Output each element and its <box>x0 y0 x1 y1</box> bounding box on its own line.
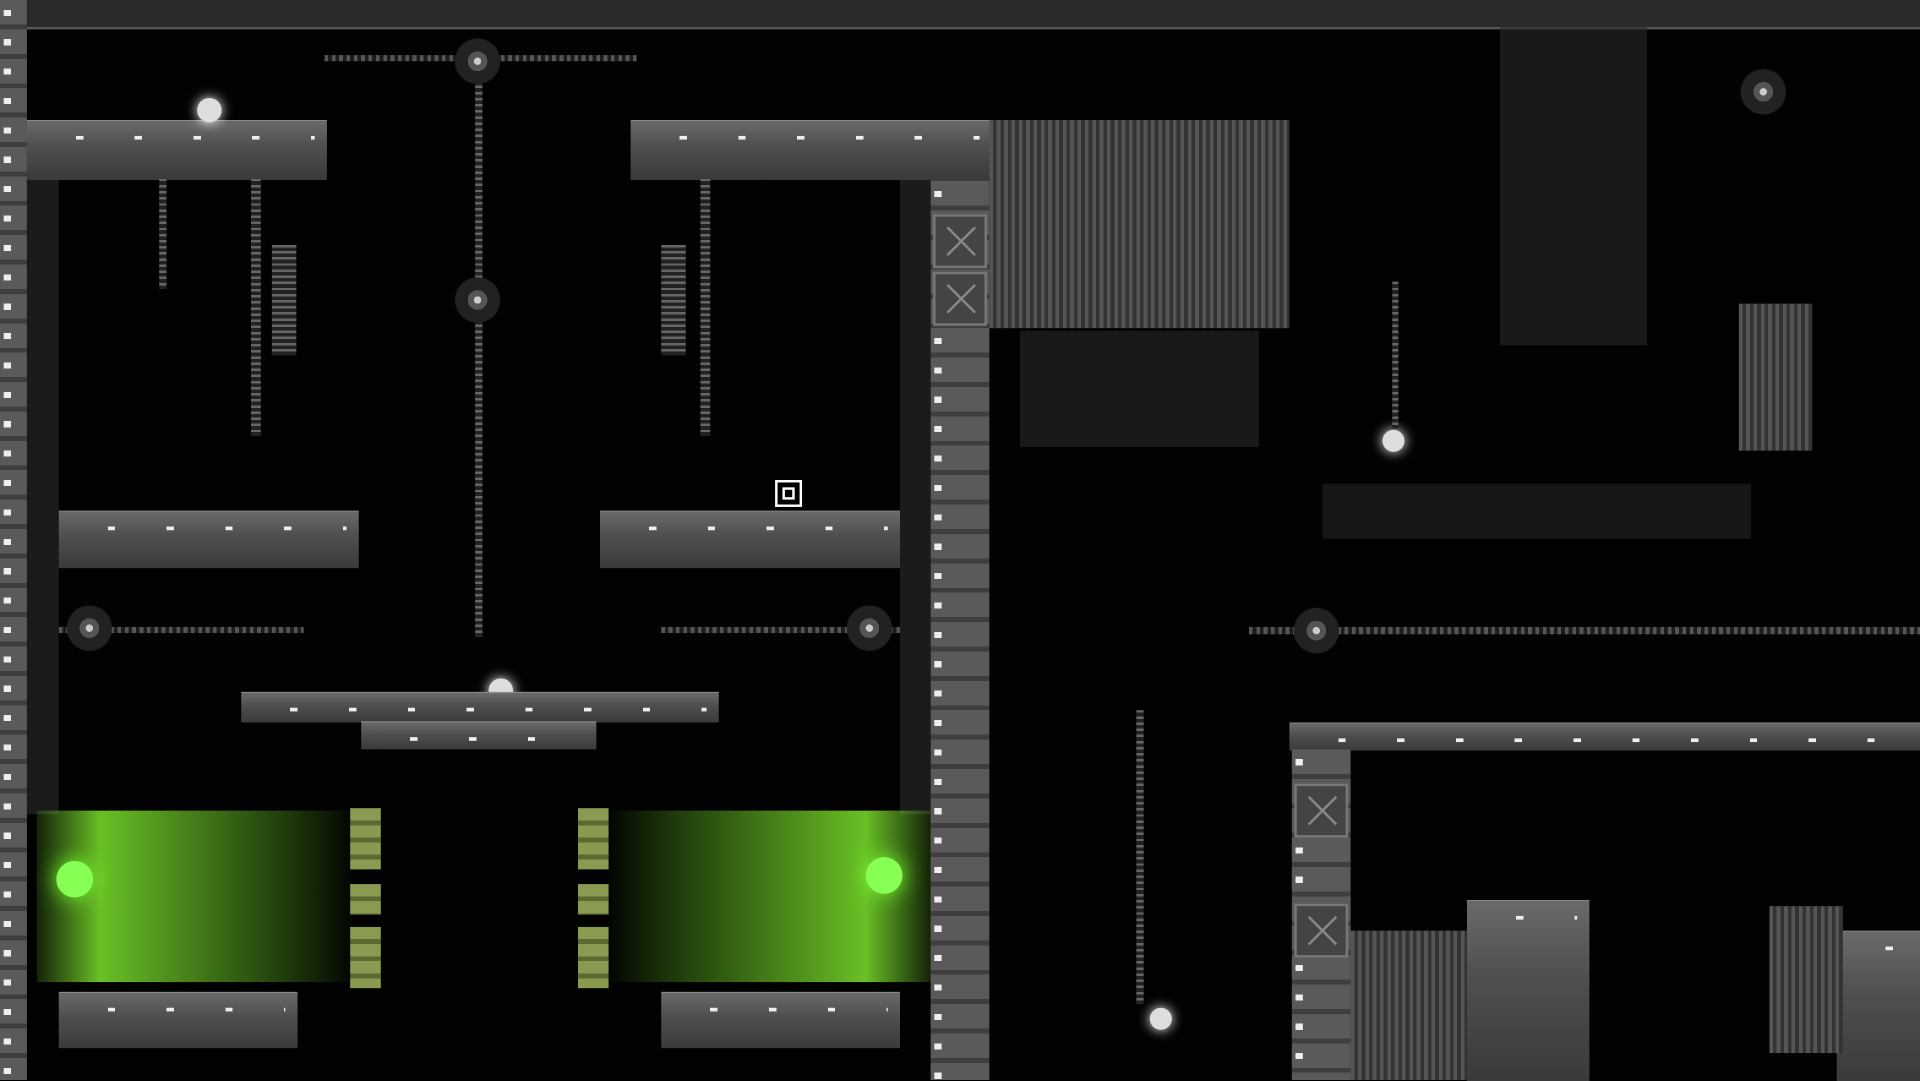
hanging-coil <box>271 244 297 356</box>
machine-block <box>1466 900 1590 1081</box>
light-orb <box>197 97 222 123</box>
cross-node <box>440 263 515 337</box>
left-ledge[interactable] <box>58 510 359 569</box>
upper-middle-platform <box>630 120 992 181</box>
energy-block <box>577 884 609 915</box>
cross-node <box>835 593 904 663</box>
hanging-coil <box>661 244 686 356</box>
energy-block <box>350 884 381 915</box>
hanging-chain <box>700 178 711 436</box>
energy-block <box>350 926 381 989</box>
horizontal-pipe <box>58 626 304 634</box>
grate-block <box>989 120 1290 329</box>
background-column <box>1500 26 1647 346</box>
crate <box>933 271 987 326</box>
right-ledge[interactable] <box>600 510 901 569</box>
light-orb <box>1149 1007 1172 1030</box>
right-inner-wall <box>900 177 931 815</box>
crate <box>1294 783 1349 838</box>
center-platform-lower <box>361 721 597 750</box>
horizontal-pipe <box>661 626 901 634</box>
background-pipe <box>1322 483 1752 539</box>
upper-left-platform <box>26 120 327 181</box>
energy-block <box>350 808 381 870</box>
grate-block <box>1350 930 1467 1081</box>
center-mast <box>475 48 483 637</box>
cross-node <box>55 593 124 663</box>
antenna-mast <box>1392 281 1399 429</box>
horizontal-pipe <box>1248 626 1920 635</box>
wall-machine <box>1769 906 1843 1054</box>
corner-block <box>1836 930 1920 1081</box>
energy-field-left <box>36 810 356 983</box>
ceiling <box>26 0 1920 30</box>
hanging-chain <box>159 178 167 289</box>
light-orb <box>1382 429 1405 452</box>
lower-right-platform <box>661 991 901 1049</box>
energy-block <box>577 926 609 989</box>
player-character <box>775 480 803 507</box>
cross-node <box>1726 55 1801 129</box>
crate <box>1294 903 1349 958</box>
antenna-mast <box>1136 710 1144 1005</box>
energy-orb <box>865 857 903 894</box>
cross-node <box>1279 593 1354 668</box>
wall-machine <box>1738 303 1813 451</box>
lower-left-platform <box>58 991 298 1049</box>
background-block <box>1020 330 1259 447</box>
crate <box>933 214 987 269</box>
energy-block <box>577 808 609 870</box>
center-platform[interactable] <box>241 691 719 723</box>
left-inner-wall <box>26 177 59 815</box>
right-long-platform[interactable] <box>1289 722 1920 751</box>
cross-node <box>440 24 515 98</box>
hanging-chain <box>251 178 261 436</box>
left-wall <box>0 0 27 1081</box>
energy-orb <box>56 860 94 898</box>
energy-field-right <box>606 810 931 983</box>
